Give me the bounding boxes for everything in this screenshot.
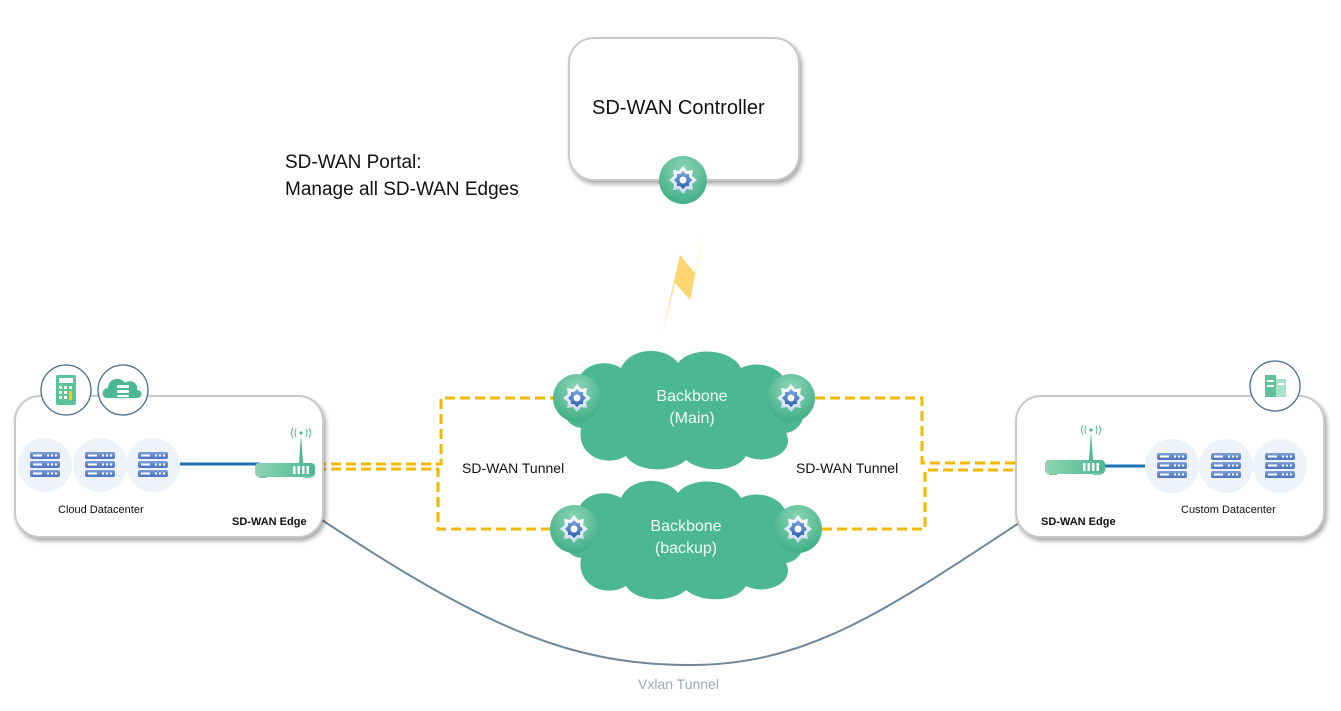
lightning-icon (662, 230, 704, 335)
portal-description: SD-WAN Portal: Manage all SD-WAN Edges (285, 149, 519, 203)
building-icon (1249, 360, 1301, 412)
backbone-main-line1: Backbone (656, 388, 728, 405)
sd-wan-tunnel-right (815, 396, 1048, 531)
server-icon (73, 438, 127, 492)
server-icon (1199, 439, 1253, 493)
custom-datacenter-label: Custom Datacenter (1181, 504, 1276, 516)
portal-subtitle: Manage all SD-WAN Edges (285, 179, 519, 200)
router-icon (1044, 424, 1106, 476)
backbone-backup-line1: Backbone (650, 518, 722, 535)
cloud-datacenter-graphics (18, 364, 316, 492)
left-tunnel-label: SD-WAN Tunnel (462, 460, 565, 476)
router-icon (254, 427, 316, 479)
gear-icon (774, 505, 822, 553)
server-icon (126, 438, 180, 492)
gear-icon (553, 374, 601, 422)
right-edge-label: SD-WAN Edge (1041, 516, 1116, 528)
server-icon (1253, 439, 1307, 493)
right-tunnel-label: SD-WAN Tunnel (796, 460, 899, 476)
portal-title: SD-WAN Portal: (285, 152, 422, 173)
gear-icon (550, 505, 598, 553)
sd-wan-tunnel-left (316, 396, 555, 531)
controller-title: SD-WAN Controller (592, 97, 765, 119)
cloud-datacenter-label: Cloud Datacenter (58, 504, 144, 516)
gear-icon (767, 374, 815, 422)
left-edge-label: SD-WAN Edge (232, 516, 307, 528)
backbone-main-label: Backbone (Main) (622, 386, 762, 430)
cloud-storage-icon (97, 364, 149, 416)
vxlan-tunnel-line (282, 482, 1081, 667)
backbone-backup-label: Backbone (backup) (616, 516, 756, 560)
server-icon (18, 438, 72, 492)
custom-datacenter-graphics (1044, 360, 1307, 493)
vxlan-tunnel-label: Vxlan Tunnel (638, 676, 719, 692)
backbone-backup-line2: (backup) (654, 540, 718, 557)
backbone-main-line2: (Main) (669, 410, 715, 427)
controller-gear-icon (659, 156, 707, 204)
server-icon (1145, 439, 1199, 493)
calculator-icon (40, 364, 92, 416)
